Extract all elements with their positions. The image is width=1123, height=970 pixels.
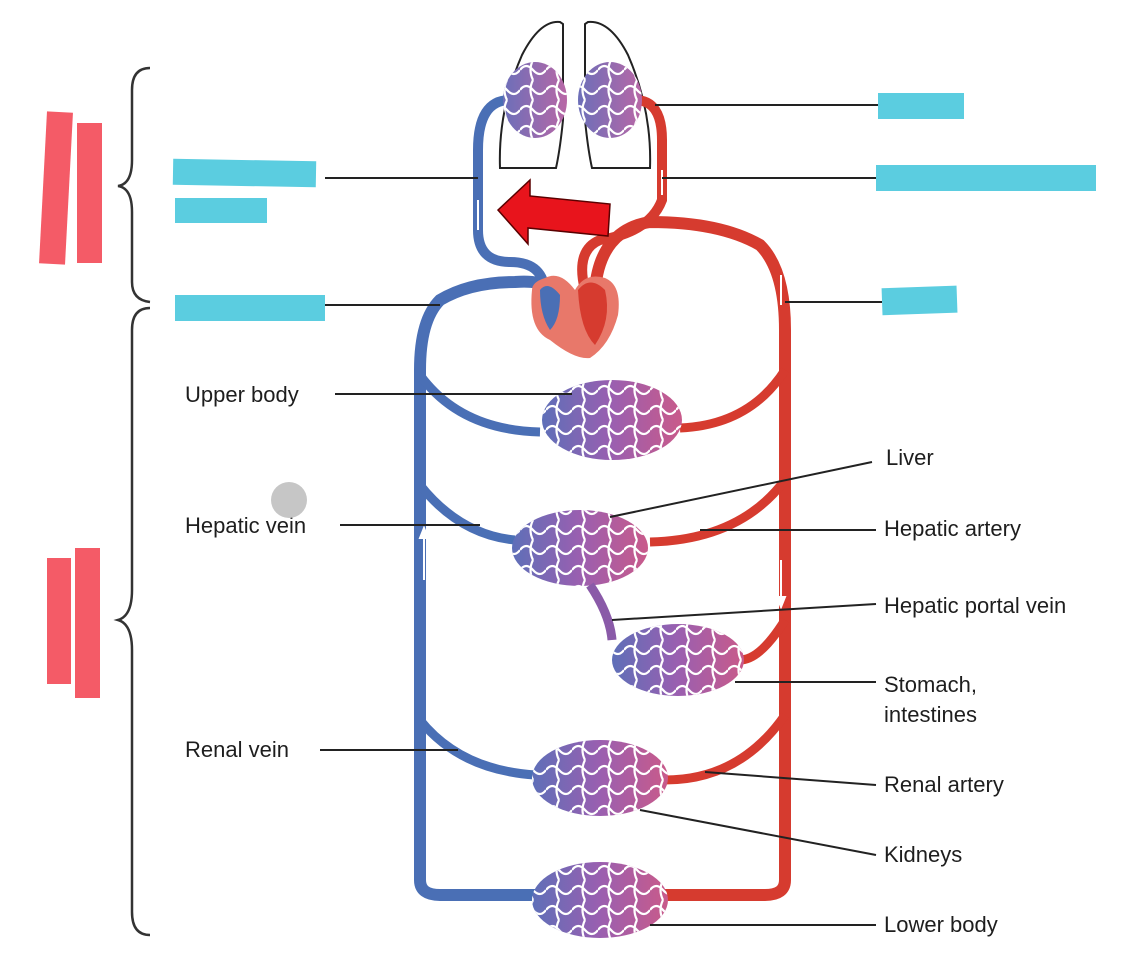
- label-stomach: Stomach,: [884, 672, 977, 697]
- systemic-vein-trunk: [414, 275, 551, 901]
- redaction-box: [172, 158, 317, 188]
- pulmonary-vein: [577, 95, 667, 292]
- cyan-redactions: [172, 93, 1096, 321]
- upper-body-bed: [416, 367, 789, 460]
- kidney-bed: [416, 712, 789, 816]
- lung-capillaries: [503, 62, 642, 138]
- redaction-bar: [39, 111, 73, 265]
- label-renal-vein: Renal vein: [185, 737, 289, 762]
- label-kidneys: Kidneys: [884, 842, 962, 867]
- redaction-bar: [77, 123, 102, 263]
- label-intestines: intestines: [884, 702, 977, 727]
- label-lower-body: Lower body: [884, 912, 998, 937]
- label-hepatic-portal-vein: Hepatic portal vein: [884, 593, 1066, 618]
- redaction-box: [175, 198, 267, 223]
- heart: [531, 275, 619, 359]
- redaction-box: [878, 93, 964, 119]
- liver-bed: [416, 477, 789, 641]
- red-redactions: [39, 111, 102, 698]
- redaction-box: [881, 285, 958, 316]
- redaction-bar: [47, 558, 71, 684]
- top-brace: [117, 66, 151, 304]
- leader-lines: [320, 104, 882, 926]
- flow-arrows: [418, 170, 787, 610]
- label-liver: Liver: [886, 445, 934, 470]
- redaction-bar: [75, 548, 100, 698]
- bottom-brace: [113, 306, 151, 937]
- label-renal-artery: Renal artery: [884, 772, 1004, 797]
- redaction-box: [876, 165, 1096, 191]
- grey-dot-icon[interactable]: [271, 482, 307, 518]
- label-upper-body: Upper body: [185, 382, 299, 407]
- arrow-left-icon: [496, 178, 611, 246]
- lower-body-bed: [532, 862, 668, 938]
- label-hepatic-artery: Hepatic artery: [884, 516, 1021, 541]
- redaction-box: [175, 295, 325, 321]
- pulmonary-artery: [473, 95, 550, 296]
- stomach-bed: [612, 617, 789, 696]
